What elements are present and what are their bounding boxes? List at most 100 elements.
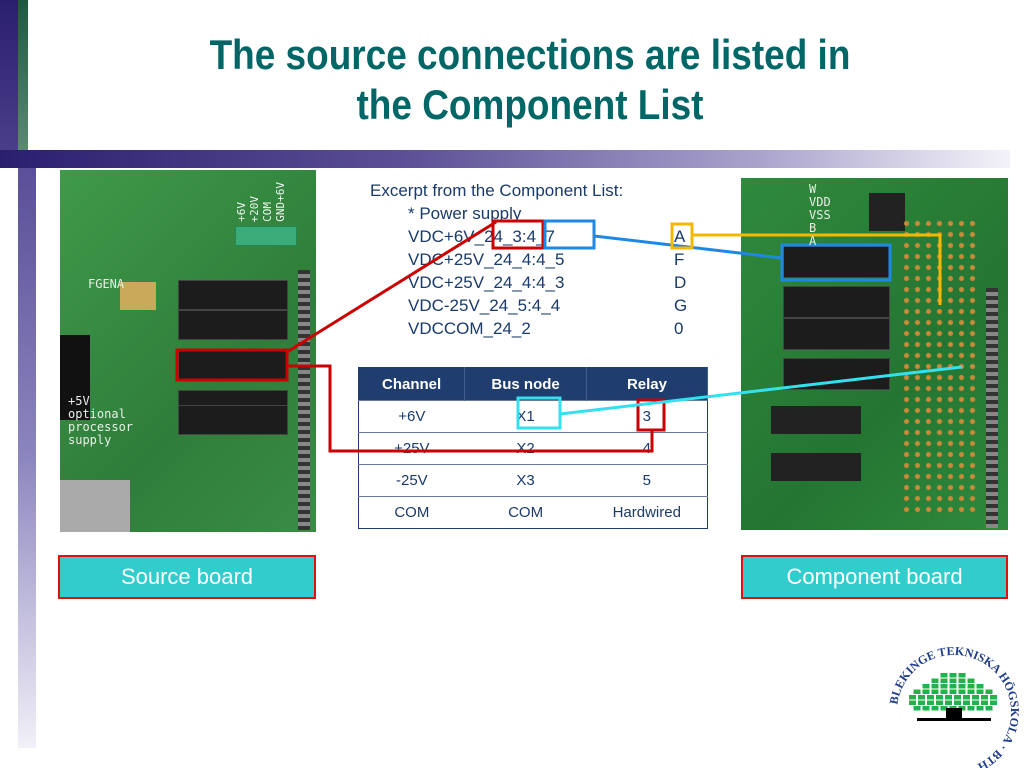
table-cell: +6V bbox=[358, 400, 465, 433]
highlight-component-relay bbox=[780, 243, 892, 282]
title-line-2: the Component List bbox=[356, 81, 704, 128]
tree-leaf bbox=[922, 706, 930, 711]
connector-line-yellow bbox=[692, 233, 942, 305]
tree-leaf bbox=[972, 695, 979, 700]
ic-chip bbox=[869, 193, 905, 231]
tree-leaf bbox=[985, 706, 993, 711]
decor-bar-purple bbox=[0, 0, 18, 150]
tree-leaf bbox=[945, 695, 952, 700]
column-header: Bus node bbox=[464, 367, 587, 401]
silk-com: COM bbox=[261, 202, 274, 222]
tree-leaf bbox=[990, 695, 997, 700]
connector-line-red-2 bbox=[287, 364, 654, 453]
tree-leaf bbox=[949, 678, 957, 683]
highlight-code-24-3 bbox=[491, 219, 545, 250]
tree-leaf bbox=[967, 678, 975, 683]
tree-leaf bbox=[954, 695, 961, 700]
terminal-block bbox=[235, 226, 297, 246]
component-list-excerpt: Excerpt from the Component List: * Power… bbox=[370, 179, 687, 340]
tree-leaf bbox=[958, 678, 966, 683]
tree-leaf bbox=[931, 689, 939, 694]
highlight-source-relay bbox=[175, 348, 289, 382]
tree-leaf bbox=[967, 689, 975, 694]
tree-leaf bbox=[949, 673, 957, 678]
tree-leaf bbox=[931, 684, 939, 689]
relay bbox=[783, 286, 890, 318]
relay bbox=[783, 318, 890, 350]
tree-leaf bbox=[909, 700, 916, 705]
tree-leaf bbox=[913, 689, 921, 694]
excerpt-subheading: * Power supply bbox=[408, 204, 522, 223]
tree-leaf bbox=[967, 684, 975, 689]
tree-leaf bbox=[958, 689, 966, 694]
tree-leaf bbox=[949, 689, 957, 694]
tree-leaf bbox=[963, 695, 970, 700]
connector-line-red bbox=[286, 220, 497, 354]
highlight-relay-3 bbox=[636, 398, 666, 432]
tree-leaf bbox=[949, 684, 957, 689]
component-code: VDC+6V_24_3:4_7 bbox=[408, 227, 555, 246]
tree-leaf bbox=[931, 706, 939, 711]
decor-bar-vertical bbox=[18, 168, 36, 748]
silk-fgena: FGENA bbox=[88, 277, 125, 291]
tree-leaf bbox=[927, 700, 934, 705]
ic-chip bbox=[771, 453, 861, 481]
column-header: Channel bbox=[358, 367, 466, 401]
tree-leaf bbox=[958, 673, 966, 678]
tree-leaf bbox=[936, 700, 943, 705]
relay bbox=[178, 280, 288, 310]
tree-leaf bbox=[940, 706, 948, 711]
tree-leaf bbox=[981, 700, 988, 705]
tree-leaf bbox=[954, 700, 961, 705]
tree-leaf bbox=[922, 684, 930, 689]
silk-voltages: +6V +20V COM GND+6V bbox=[235, 172, 287, 223]
tree-leaf bbox=[967, 706, 975, 711]
table-cell: -25V bbox=[358, 464, 465, 497]
title-line-1: The source connections are listed in bbox=[209, 31, 851, 78]
excerpt-row: VDC+25V_24_4:4_3 D bbox=[408, 271, 687, 294]
slide-title: The source connections are listed in the… bbox=[152, 30, 909, 130]
table-cell: COM bbox=[464, 496, 587, 529]
tree-leaf bbox=[976, 689, 984, 694]
tree-leaf bbox=[963, 700, 970, 705]
component-letter: D bbox=[674, 273, 687, 292]
component-code: VDC-25V_24_5:4_4 bbox=[408, 296, 561, 315]
component-letter: F bbox=[674, 250, 685, 269]
tree-leaf bbox=[976, 684, 984, 689]
tree-leaf bbox=[940, 684, 948, 689]
tree-leaf bbox=[940, 689, 948, 694]
highlight-code-4-7 bbox=[543, 219, 596, 250]
silk-20v: +20V bbox=[248, 195, 261, 223]
tree-leaf bbox=[913, 706, 921, 711]
component-board-label: Component board bbox=[741, 555, 1008, 599]
component-letter: G bbox=[674, 296, 688, 315]
table-cell: 4 bbox=[586, 432, 708, 465]
decor-bar-horizontal bbox=[0, 150, 1010, 168]
tree-leaf bbox=[981, 695, 988, 700]
tree-leaf bbox=[927, 695, 934, 700]
table-cell: 5 bbox=[586, 464, 708, 497]
tree-leaf bbox=[936, 695, 943, 700]
tree-leaf bbox=[985, 689, 993, 694]
connector bbox=[120, 282, 156, 310]
tree-leaf bbox=[931, 678, 939, 683]
table-cell: +25V bbox=[358, 432, 465, 465]
usb-connector bbox=[60, 480, 130, 532]
component-letter: 0 bbox=[674, 319, 684, 338]
power-jack bbox=[60, 335, 90, 420]
tree-leaf bbox=[972, 700, 979, 705]
component-code: VDC+25V_24_4:4_3 bbox=[408, 273, 565, 292]
excerpt-heading: Excerpt from the Component List: bbox=[370, 181, 624, 200]
connector-line-cyan bbox=[559, 365, 963, 416]
silk-6v: +6V bbox=[235, 202, 248, 222]
tree-leaf bbox=[976, 706, 984, 711]
